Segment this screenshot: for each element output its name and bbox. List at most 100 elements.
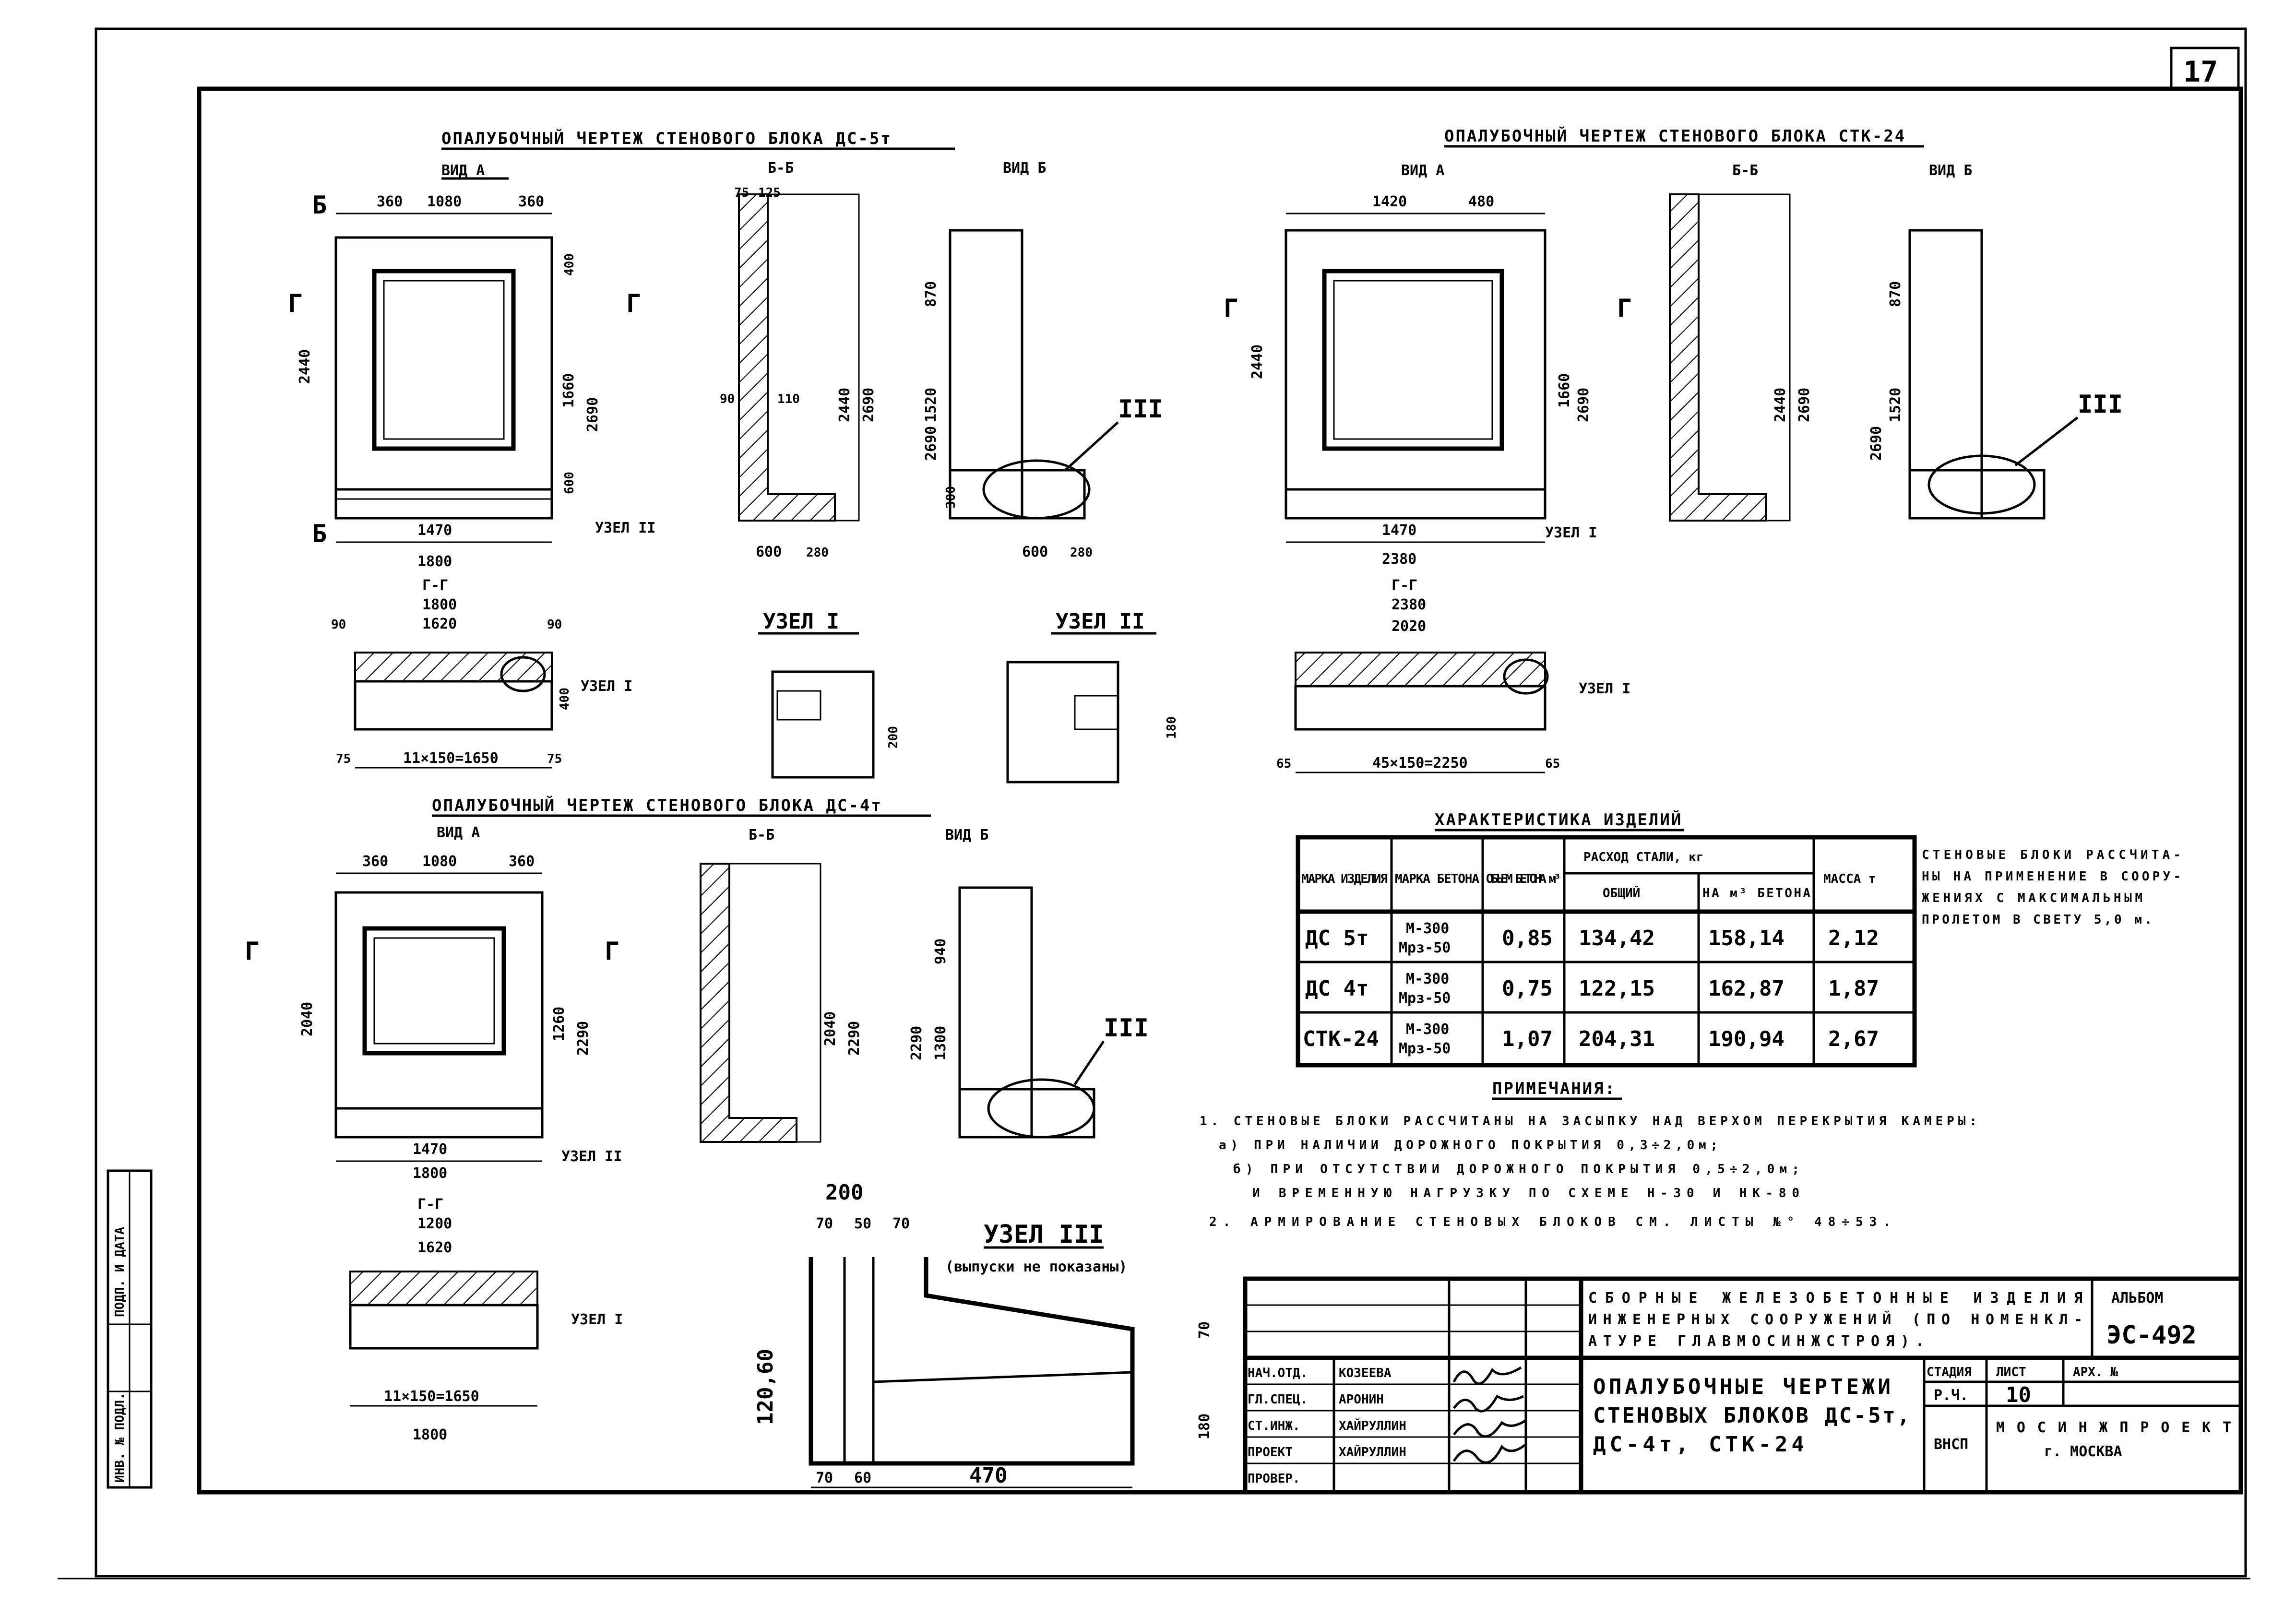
ds4t-dim-360-l: 360 (362, 853, 388, 870)
inner-frame (197, 86, 2243, 1495)
ds5t-node3-leader (1064, 421, 1119, 471)
tb-sheet-title-1: ОПАЛУБОЧНЫЕ ЧЕРТЕЖИ (1593, 1375, 1891, 1399)
ds4t-gg-body (349, 1304, 539, 1350)
notes-line-3: б) ПРИ ОТСУТСТВИИ ДОРОЖНОГО ПОКРЫТИЯ 0,5… (1233, 1162, 1799, 1176)
stk24-view-b-base (1908, 469, 2046, 520)
row2-total: 122,15 (1579, 976, 1655, 1001)
ds4t-dim-2040: 2040 (299, 1002, 316, 1036)
signature-3 (1453, 1419, 1527, 1438)
ds5t-gg-dim-1800: 1800 (422, 596, 457, 613)
ds5t-sec-dim-90: 90 (720, 392, 735, 406)
node3-title: УЗЕЛ III (984, 1220, 1104, 1249)
node3-dim-70-r: 70 (892, 1215, 910, 1232)
tb-name-3: ХАЙРУЛЛИН (1339, 1418, 1406, 1433)
stk24-node3-callout-circle (1927, 454, 2036, 515)
stk24-gg-slab (1295, 652, 1546, 687)
ds5t-opening-inner (383, 280, 505, 440)
ds4t-view-a-label: ВИД А (437, 824, 480, 841)
ds5t-sec-dim-125: 125 (758, 186, 781, 200)
ds4t-vb-dim-940: 940 (932, 939, 949, 964)
ds5t-opening-outer (372, 269, 516, 451)
stk24-sec-dim-2690: 2690 (1796, 388, 1813, 422)
node3-dim-70-side: 70 (1196, 1321, 1213, 1339)
stk24-view-b-label: ВИД Б (1929, 162, 1972, 179)
side-note: СТЕНОВЫЕ БЛОКИ РАССЧИТА- НЫ НА ПРИМЕНЕНИ… (1922, 848, 2181, 927)
row1-mark: ДС 5т (1305, 926, 1368, 951)
ds5t-gg-dim-11x150: 11×150=1650 (403, 750, 499, 767)
tb-org-name: МОСИНЖПРОЕКТ (1996, 1419, 2231, 1436)
stk24-opening-inner (1333, 280, 1493, 440)
row2-per-m3: 162,87 (1708, 976, 1784, 1001)
ds4t-drawing: ОПАЛУБОЧНЫЙ ЧЕРТЕЖ СТЕНОВОГО БЛОКА ДС-4т… (245, 796, 1149, 1443)
stk24-cut-g-left: Г (1224, 294, 1238, 323)
ds5t-gg-dim-90-l: 90 (331, 618, 346, 632)
tb-role-2: ГЛ.СПЕЦ. (1248, 1392, 1308, 1407)
row3-total: 204,31 (1579, 1027, 1655, 1051)
ds5t-sec-dim-600: 600 (756, 544, 782, 560)
ds5t-dim-400: 400 (562, 253, 577, 276)
tb-sheet-label: ЛИСТ (1996, 1365, 2026, 1379)
ds5t-sec-dim-2690: 2690 (860, 388, 877, 422)
page-number-box (2170, 47, 2240, 90)
margin-stamp-sign: ПОДП. И ДАТА (113, 1227, 127, 1317)
ds5t-view-b-label: ВИД Б (1003, 160, 1046, 177)
tb-role-5: ПРОВЕР. (1248, 1472, 1300, 1486)
ds5t-section-bb-shape (738, 193, 836, 522)
stk24-opening-outer (1322, 269, 1504, 451)
tb-sheet-title-2: СТЕНОВЫХ БЛОКОВ ДС-5т, (1593, 1403, 1910, 1428)
row1-concrete-a: М-300 (1406, 920, 1449, 937)
tb-role-1: НАЧ.ОТД. (1248, 1366, 1308, 1380)
row1-concrete-b: Мрз-50 (1399, 939, 1451, 956)
ds5t-vb-dim-300: 300 (944, 486, 958, 509)
ds4t-vb-dim-2290: 2290 (908, 1026, 925, 1060)
ds5t-cut-b-top: Б (312, 191, 327, 220)
ds5t-sec-dim-280: 280 (806, 546, 829, 560)
ds5t-view-b-outline (949, 229, 1023, 520)
ds5t-gg-dim-1620: 1620 (422, 616, 457, 632)
row3-volume: 1,07 (1502, 1027, 1553, 1051)
tb-sheet-value: 10 (2006, 1383, 2031, 1407)
row3-concrete-b: Мрз-50 (1399, 1040, 1451, 1057)
th-steel-total: ОБЩИЙ (1603, 885, 1640, 901)
ds5t-node1-dim-200: 200 (886, 726, 901, 749)
tb-name-4: ХАЙРУЛЛИН (1339, 1444, 1406, 1460)
node3-dim-50: 50 (854, 1215, 871, 1232)
ds5t-title: ОПАЛУБОЧНЫЙ ЧЕРТЕЖ СТЕНОВОГО БЛОКА ДС-5т (441, 129, 892, 148)
ds5t-gg-node1-circle (500, 656, 546, 692)
node3-slope (873, 1371, 1133, 1383)
ds5t-node1-title: УЗЕЛ I (763, 609, 839, 634)
stk24-section-bb-label: Б-Б (1732, 162, 1758, 179)
tb-stage-label: СТАДИЯ (1927, 1365, 1972, 1379)
ds5t-view-a-label: ВИД А (441, 162, 485, 179)
ds4t-section-bb-frame (700, 863, 821, 1143)
node3-dim-70-bot: 70 (816, 1470, 833, 1486)
side-note-line-3: ЖЕНИЯХ С МАКСИМАЛЬНЫМ (1922, 891, 2142, 905)
stk24-cut-g-right: Г (1617, 294, 1632, 323)
row3-mark: СТК-24 (1303, 1027, 1379, 1051)
stk24-vb-dim-870: 870 (1887, 281, 1904, 307)
stk24-gg-dim-2380: 2380 (1392, 596, 1426, 613)
ds4t-dim-1470: 1470 (413, 1141, 447, 1158)
stk24-dim-1470: 1470 (1382, 522, 1416, 539)
ds5t-dim-360-left: 360 (377, 193, 403, 210)
ds5t-node2-dim-180: 180 (1165, 716, 1179, 739)
stk24-view-b-outline (1908, 229, 1983, 520)
stk24-vb-dim-1520: 1520 (1887, 388, 1904, 422)
notes-line-2: а) ПРИ НАЛИЧИИ ДОРОЖНОГО ПОКРЫТИЯ 0,3÷2,… (1219, 1138, 1718, 1153)
row2-concrete-b: Мрз-50 (1399, 990, 1451, 1007)
ds5t-vb-dim-1520: 1520 (923, 388, 940, 422)
ds5t-vb-dim-280: 280 (1070, 546, 1093, 560)
ds4t-cut-g-left: Г (245, 937, 260, 966)
ds4t-sec-dim-2040: 2040 (822, 1011, 839, 1046)
ds4t-opening-inner (373, 937, 495, 1045)
ds5t-cut-g-right: Г (626, 289, 641, 318)
signature-2 (1452, 1394, 1524, 1413)
row1-per-m3: 158,14 (1708, 926, 1784, 951)
ds4t-node3-leader (1073, 1040, 1105, 1085)
ds5t-sec-dim-75: 75 (734, 186, 749, 200)
node3-profile (809, 1257, 1135, 1466)
stk24-gg-dim-2020: 2020 (1392, 618, 1426, 635)
tb-role-3: СТ.ИНЖ. (1248, 1419, 1300, 1433)
row2-mark: ДС 4т (1305, 976, 1368, 1001)
ds5t-dim-1080: 1080 (427, 193, 462, 210)
